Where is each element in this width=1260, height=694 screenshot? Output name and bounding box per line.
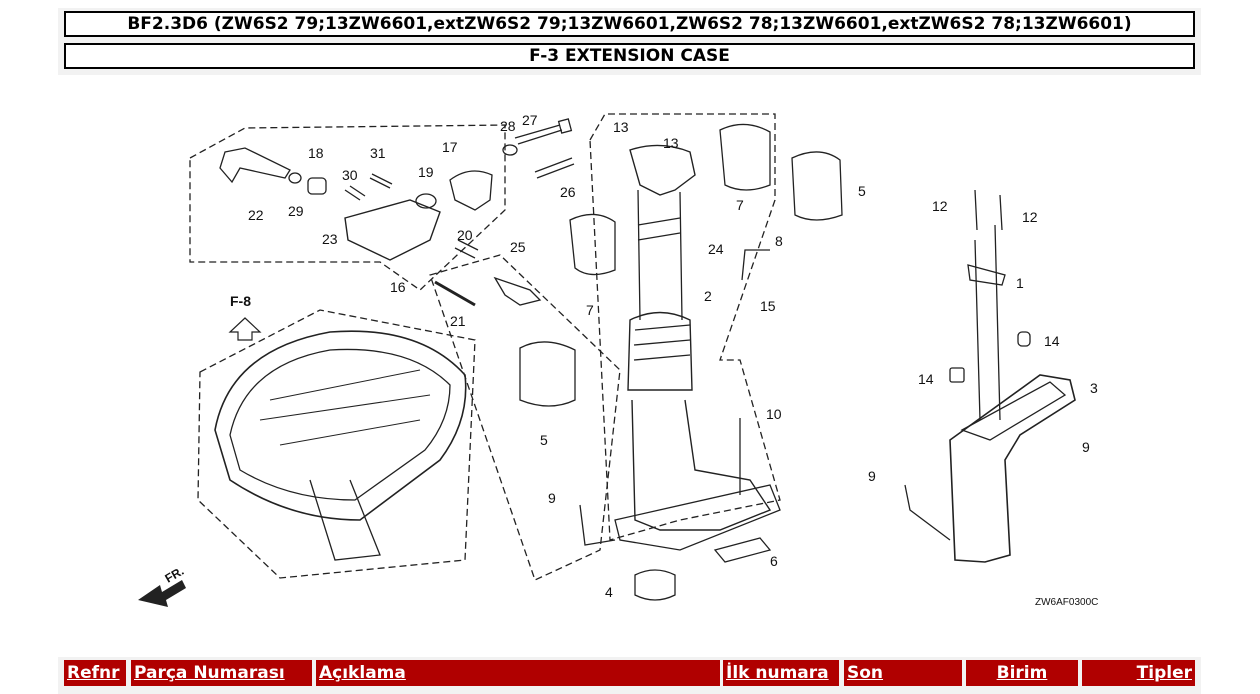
svg-text:23: 23 xyxy=(322,231,338,247)
mid-dash-box xyxy=(429,254,621,581)
right-dash-box xyxy=(589,113,781,541)
svg-text:17: 17 xyxy=(442,139,458,155)
svg-text:28: 28 xyxy=(500,118,516,134)
col-unit[interactable]: Birim xyxy=(966,660,1078,686)
svg-text:7: 7 xyxy=(586,302,594,318)
svg-text:30: 30 xyxy=(342,167,358,183)
col-description[interactable]: Açıklama xyxy=(316,660,720,686)
section-title: F-3 EXTENSION CASE xyxy=(64,43,1195,69)
col-refnr[interactable]: Refnr xyxy=(64,660,126,686)
svg-text:9: 9 xyxy=(1082,439,1090,455)
f8-ref-label: F-8 xyxy=(230,293,251,309)
svg-text:14: 14 xyxy=(1044,333,1060,349)
svg-text:4: 4 xyxy=(605,584,613,600)
svg-text:27: 27 xyxy=(522,112,538,128)
svg-text:5: 5 xyxy=(858,183,866,199)
svg-text:31: 31 xyxy=(370,145,386,161)
front-arrow-icon xyxy=(138,580,186,607)
svg-text:12: 12 xyxy=(932,198,948,214)
col-last[interactable]: Son xyxy=(844,660,962,686)
svg-text:3: 3 xyxy=(1090,380,1098,396)
svg-text:5: 5 xyxy=(540,432,548,448)
svg-text:29: 29 xyxy=(288,203,304,219)
svg-text:26: 26 xyxy=(560,184,576,200)
svg-text:19: 19 xyxy=(418,164,434,180)
col-first-number[interactable]: İlk numara xyxy=(723,660,839,686)
svg-text:9: 9 xyxy=(548,490,556,506)
col-part-number[interactable]: Parça Numarası xyxy=(131,660,312,686)
svg-text:13: 13 xyxy=(663,135,679,151)
svg-text:24: 24 xyxy=(708,241,724,257)
svg-text:21: 21 xyxy=(450,313,466,329)
svg-text:1: 1 xyxy=(1016,275,1024,291)
col-types[interactable]: Tipler xyxy=(1082,660,1195,686)
svg-text:14: 14 xyxy=(918,371,934,387)
svg-text:7: 7 xyxy=(736,197,744,213)
svg-text:12: 12 xyxy=(1022,209,1038,225)
svg-text:25: 25 xyxy=(510,239,526,255)
svg-text:18: 18 xyxy=(308,145,324,161)
svg-text:13: 13 xyxy=(613,119,629,135)
svg-text:20: 20 xyxy=(457,227,473,243)
svg-text:16: 16 xyxy=(390,279,406,295)
diagram-code: ZW6AF0300C xyxy=(1035,597,1098,608)
f8-dash-box xyxy=(197,309,476,579)
svg-text:6: 6 xyxy=(770,553,778,569)
svg-text:10: 10 xyxy=(766,406,782,422)
model-title: BF2.3D6 (ZW6S2 79;13ZW6601,extZW6S2 79;1… xyxy=(64,11,1195,37)
svg-text:15: 15 xyxy=(760,298,776,314)
svg-text:8: 8 xyxy=(775,233,783,249)
svg-text:22: 22 xyxy=(248,207,264,223)
svg-text:2: 2 xyxy=(704,288,712,304)
upper-dash-box xyxy=(189,124,506,291)
svg-text:9: 9 xyxy=(868,468,876,484)
